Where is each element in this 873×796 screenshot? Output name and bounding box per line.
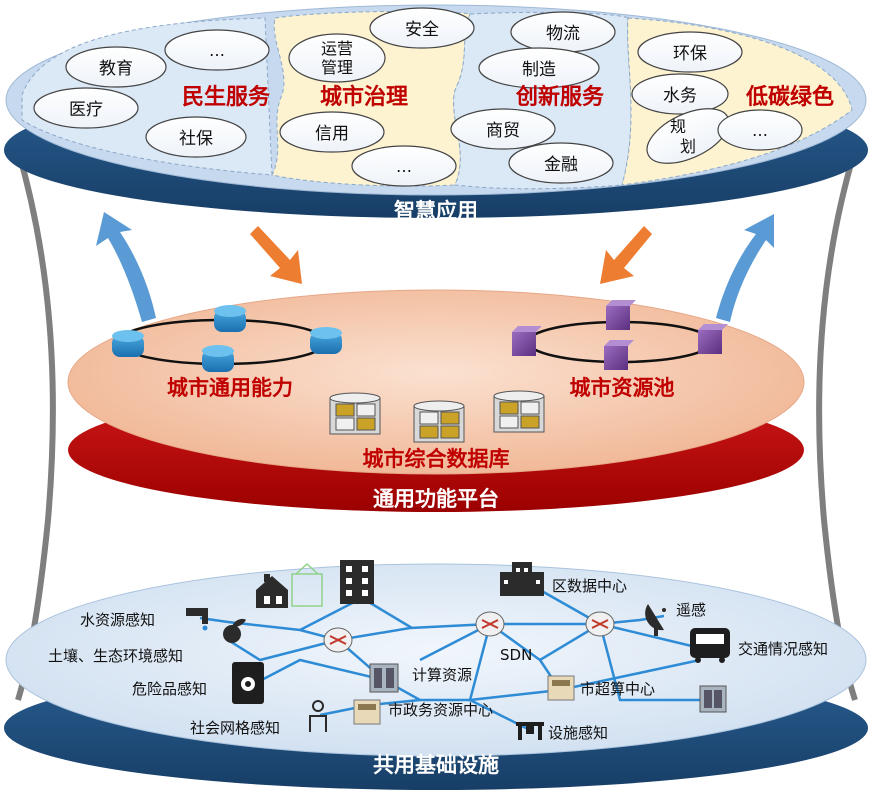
arrow-up-right xyxy=(716,214,774,322)
bubble-label: 教育 xyxy=(99,59,133,79)
bubble-logistics: 物流 xyxy=(510,11,616,53)
compute-server-icon xyxy=(369,663,399,693)
label-facility-sensing: 设施感知 xyxy=(548,724,608,742)
flow-arrows xyxy=(96,212,774,322)
label-city-database: 城市综合数据库 xyxy=(363,447,510,471)
bubble-more-2: … xyxy=(351,145,457,187)
arrow-down-left xyxy=(250,226,302,284)
bubble-education: 教育 xyxy=(65,46,167,88)
datacenter-building-icon xyxy=(500,562,544,596)
label-traffic-sensing: 交通情况感知 xyxy=(738,640,828,658)
server-cube-icon xyxy=(604,340,634,370)
label-resource-pool: 城市资源池 xyxy=(570,376,675,400)
bottom-layer: 区数据中心 SDN 计算资源 市政务资源中心 市超算中心 水资源感知 土壤、生态… xyxy=(4,560,868,790)
group-title-green: 低碳绿色 xyxy=(745,84,834,110)
bubble-medical: 医疗 xyxy=(33,87,139,129)
bubble-label: 金融 xyxy=(544,155,578,175)
bubble-environment: 环保 xyxy=(637,31,743,73)
label-hazard-sensing: 危险品感知 xyxy=(132,680,207,698)
server-cube-icon xyxy=(698,324,728,354)
right-connector xyxy=(816,149,858,701)
bubble-more-1: … xyxy=(164,29,270,71)
server-cube-icon xyxy=(512,326,542,356)
bubble-label: … xyxy=(752,121,768,140)
bubble-label: 环保 xyxy=(673,44,707,64)
house-icon xyxy=(256,574,288,608)
label-soil-eco-sensing: 土壤、生态环境感知 xyxy=(48,647,183,665)
bubble-label-operations: 运营管理 xyxy=(321,39,353,77)
bubble-finance: 金融 xyxy=(508,142,614,184)
plant-globe-icon xyxy=(223,618,246,643)
person-icon xyxy=(309,700,327,732)
bubble-safety: 安全 xyxy=(369,7,475,49)
middle-layer: 城市通用能力 城市资源池 城市综合数据库 通用功能平台 xyxy=(67,289,805,512)
water-tap-icon xyxy=(186,608,208,631)
label-district-datacenter: 区数据中心 xyxy=(552,577,627,595)
sdn-router-icon xyxy=(323,627,353,653)
label-compute-resources: 计算资源 xyxy=(412,666,472,684)
router-icon xyxy=(310,327,342,354)
top-layer: 教育 … 医疗 社保 民生服务 运营管理 安全 城市治理 信用 … 物流 制造 … xyxy=(4,4,868,223)
bubble-label: 医疗 xyxy=(69,100,103,120)
layer-title-platform: 通用功能平台 xyxy=(373,487,499,511)
facility-gate-icon xyxy=(516,722,544,740)
edge-server-icon xyxy=(699,685,727,713)
bubble-operations: 运营管理 xyxy=(288,33,386,83)
arrow-down-right xyxy=(600,226,652,284)
label-water-sensing: 水资源感知 xyxy=(80,611,155,629)
layer-title-infrastructure: 共用基础设施 xyxy=(373,753,499,777)
database-icon xyxy=(329,392,381,435)
sdn-router-icon xyxy=(475,611,505,637)
arrow-up-left xyxy=(96,212,156,322)
group-title-innovation: 创新服务 xyxy=(515,84,605,110)
bubble-label: … xyxy=(396,157,412,176)
bubble-label: 制造 xyxy=(522,60,556,80)
label-social-grid-sensing: 社会网格感知 xyxy=(190,719,280,737)
router-icon xyxy=(214,305,246,332)
bubble-label: 物流 xyxy=(546,24,580,44)
building-outline-icon xyxy=(291,562,323,607)
bubble-label: 商贸 xyxy=(486,121,520,141)
bubble-social-security: 社保 xyxy=(145,116,247,158)
hazard-barrel-icon xyxy=(232,662,264,704)
bubble-label-planning: 规划 xyxy=(670,117,696,156)
bubble-water: 水务 xyxy=(631,73,729,115)
bubble-more-4: … xyxy=(717,109,803,151)
database-icon xyxy=(413,400,465,443)
sdn-router-icon xyxy=(585,611,615,637)
satellite-dish-icon xyxy=(645,604,666,636)
bubble-commerce: 商贸 xyxy=(450,108,556,150)
supercomputing-server-icon xyxy=(547,675,575,701)
bubble-manufacturing: 制造 xyxy=(478,47,600,89)
database-icon xyxy=(493,390,545,433)
left-connector xyxy=(15,149,56,701)
group-title-governance: 城市治理 xyxy=(320,84,408,110)
label-supercomputing-center: 市超算中心 xyxy=(580,680,655,698)
label-sdn: SDN xyxy=(500,646,532,664)
gov-center-server-icon xyxy=(353,699,381,725)
bus-icon xyxy=(690,628,730,663)
router-icon xyxy=(112,330,144,357)
label-gov-resource-center: 市政务资源中心 xyxy=(388,701,493,719)
office-building-icon xyxy=(340,560,374,604)
layer-title-smart-apps: 智慧应用 xyxy=(394,199,478,223)
router-icon xyxy=(202,345,234,372)
label-city-capability: 城市通用能力 xyxy=(167,376,293,400)
bubble-label: 水务 xyxy=(663,86,697,106)
group-title-livelihood: 民生服务 xyxy=(182,85,271,110)
server-cube-icon xyxy=(606,300,636,330)
bubble-label: 社保 xyxy=(179,129,213,149)
label-remote-sensing: 遥感 xyxy=(676,601,706,619)
bubble-label: 信用 xyxy=(315,124,349,144)
bubble-credit: 信用 xyxy=(279,111,385,153)
bubble-label: 安全 xyxy=(405,20,439,40)
bubble-label: … xyxy=(209,41,225,60)
